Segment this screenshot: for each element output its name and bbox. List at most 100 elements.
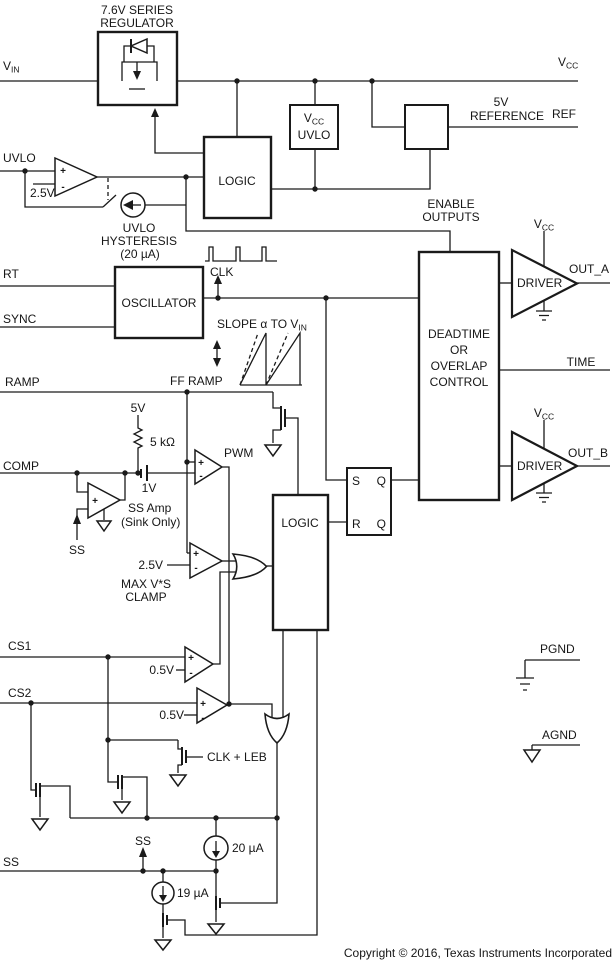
regulator-pass-arrowhead-icon	[133, 71, 141, 80]
gnd-earth-driver-b-icon	[536, 492, 552, 503]
clk-leb-label: CLK + LEB	[207, 750, 267, 764]
clk-arrowhead-icon	[214, 275, 222, 284]
driver-a-triangle	[510, 248, 580, 319]
wire-regulator-control	[154, 116, 204, 154]
junction-dot	[312, 78, 318, 84]
enable-outputs-line2: OUTPUTS	[422, 210, 479, 224]
uvlo-threshold-label: 2.5V	[30, 186, 55, 200]
gnd-earth-driver-a-icon	[536, 310, 552, 321]
ff-s-label: S	[352, 474, 360, 488]
ss-tap-label: SS	[135, 834, 151, 848]
offset-1v-label: 1V	[142, 481, 157, 495]
pin-ramp-label: RAMP	[5, 375, 40, 389]
wire-pwm-output	[222, 466, 230, 704]
deadtime-label-line1: DEADTIME	[428, 327, 490, 341]
regulator-internal-frame	[121, 61, 158, 81]
reference-label-line2: REFERENCE	[470, 109, 544, 123]
clamp-plus-mark: +	[193, 549, 199, 560]
ss-amp-input-label: SS	[69, 543, 85, 557]
deadtime-label-line4: CONTROL	[430, 375, 489, 389]
mosfet-ramp-drain	[272, 392, 281, 409]
junction-dot	[105, 737, 111, 743]
mosfet-leb-source	[177, 764, 182, 773]
uvlo-plus-mark: +	[60, 166, 66, 177]
wire-cs1-to-or1	[213, 571, 236, 665]
labels: VIN VCC 7.6V SERIES REGULATOR LOGIC VCC …	[3, 3, 612, 960]
junction-dots	[22, 78, 375, 874]
pwm-plus-mark: +	[198, 458, 204, 469]
sr-flipflop-block	[346, 467, 392, 536]
deadtime-label-line2: OR	[450, 343, 468, 357]
pin-out-b-label: OUT_B	[568, 446, 608, 460]
cs1-minus-mark: -	[189, 668, 192, 679]
resistor-5k-label: 5 kΩ	[150, 435, 175, 449]
pin-vcc-label: VCC	[558, 55, 578, 71]
wire-reference-feed	[371, 81, 405, 128]
uvlo-comparator	[54, 156, 99, 198]
junction-dot	[28, 700, 34, 706]
clamp-comparator	[189, 541, 224, 580]
junction-dot	[184, 389, 190, 395]
source-20ua-arrowhead-icon	[212, 851, 220, 858]
gnd-earth-pgnd-icon	[516, 677, 534, 691]
ss-amp-label-line1: SS Amp	[128, 501, 172, 515]
clk-waveform	[205, 246, 277, 262]
reference-label-line1: 5V	[494, 95, 509, 109]
junction-dot	[323, 295, 329, 301]
mosfet-cs1-drain	[122, 776, 148, 818]
regulator-diode-triangle	[129, 37, 148, 55]
symbols	[30, 37, 552, 952]
cs1-comparator	[184, 645, 215, 684]
pin-sync-label: SYNC	[3, 312, 37, 326]
pin-uvlo-label: UVLO	[3, 151, 36, 165]
hysteresis-label-line3: (20 µA)	[120, 247, 160, 261]
gnd-triangle-cs2-icon	[30, 818, 50, 832]
wire-pgnd	[524, 659, 580, 678]
wire-enable-outputs	[185, 177, 451, 252]
wire-hysteresis-branch	[24, 171, 103, 208]
junction-dot	[215, 295, 221, 301]
clamp-ref-label: 2.5V	[138, 558, 163, 572]
cs1-plus-mark: +	[188, 653, 194, 664]
uvlo-minus-mark: -	[61, 182, 64, 193]
junction-dot	[105, 654, 111, 660]
cs2-comparator	[196, 686, 229, 725]
enable-outputs-line1: ENABLE	[427, 197, 474, 211]
junction-dot	[226, 701, 232, 707]
vcc-uvlo-block	[289, 104, 339, 150]
sawtooth-dashed-slopes	[239, 332, 289, 386]
cs2-minus-mark: -	[201, 713, 204, 724]
junction-dot	[184, 459, 190, 465]
ss-amp-label-line2: (Sink Only)	[121, 515, 180, 529]
hysteresis-switch-lever	[102, 194, 117, 208]
pwm-comparator	[194, 448, 224, 486]
regulator-title-line1: 7.6V SERIES	[101, 3, 173, 17]
wire-5v-resistor	[132, 415, 144, 473]
pin-agnd-label: AGND	[542, 728, 577, 742]
junction-dot	[144, 815, 150, 821]
gnd-triangle-19ua-icon	[153, 939, 173, 952]
wire-ssamp-input-top	[76, 473, 88, 493]
driver-a-label: DRIVER	[517, 276, 563, 290]
slope-arrow-up-icon	[213, 340, 221, 349]
junction-dot	[74, 470, 80, 476]
hysteresis-arrowhead-icon	[123, 200, 133, 210]
junction-dot	[213, 815, 219, 821]
pin-comp-label: COMP	[3, 459, 39, 473]
reference-block	[404, 104, 449, 150]
gnd-triangle-leb-icon	[168, 774, 188, 788]
pin-out-a-label: OUT_A	[569, 262, 609, 276]
oscillator-label: OSCILLATOR	[122, 296, 197, 310]
driver-b-vcc-label: VCC	[534, 406, 554, 422]
junction-dot	[213, 868, 219, 874]
junction-dot	[234, 78, 240, 84]
wire-19ua-gate-loop	[167, 630, 318, 936]
mosfet-ramp-source	[272, 429, 281, 443]
logic-top-label: LOGIC	[218, 174, 256, 188]
rail-5v-label: 5V	[131, 401, 146, 415]
clamp-label-line1: MAX V*S	[121, 577, 171, 591]
ff-r-label: R	[352, 517, 361, 531]
or-gate-pwm	[231, 553, 268, 580]
pin-vin-label: VIN	[3, 59, 20, 75]
